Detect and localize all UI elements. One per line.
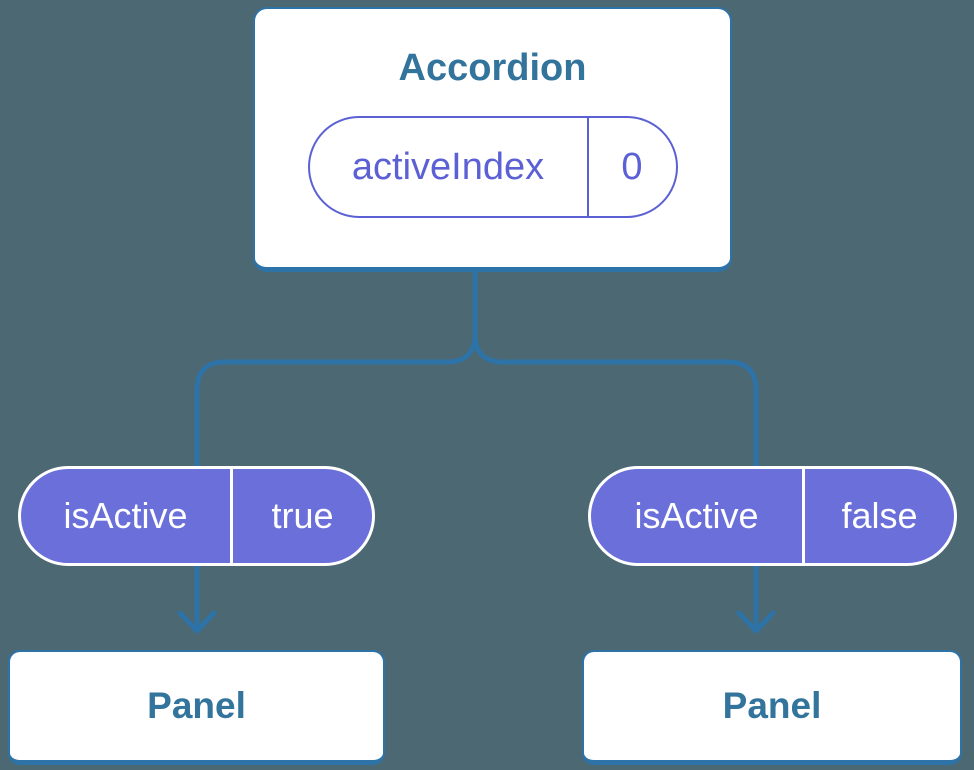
prop-badge-divider bbox=[802, 469, 805, 563]
state-badge-divider bbox=[586, 118, 589, 216]
prop-badge-isactive-false: isActive false bbox=[588, 466, 957, 566]
node-title-panel: Panel bbox=[147, 685, 246, 726]
connector-branch-left bbox=[194, 267, 478, 632]
state-badge-name: activeIndex bbox=[351, 145, 545, 188]
arrow-down-right-icon bbox=[736, 610, 776, 634]
panel-node-card-right: Panel bbox=[582, 650, 962, 765]
prop-badge-name: isActive bbox=[63, 495, 188, 536]
state-badge-value: 0 bbox=[621, 145, 643, 188]
arrow-down-left-icon bbox=[177, 610, 217, 634]
panel-node-card-left: Panel bbox=[8, 650, 385, 765]
prop-badge-divider bbox=[230, 469, 233, 563]
connector-branch-right bbox=[472, 267, 759, 632]
prop-badge-name: isActive bbox=[634, 495, 759, 536]
prop-badge-isactive-true: isActive true bbox=[18, 466, 375, 566]
node-title-panel: Panel bbox=[722, 685, 822, 726]
state-badge-activeindex: activeIndex 0 bbox=[307, 116, 678, 218]
prop-badge-value: true bbox=[271, 495, 334, 536]
node-title-accordion: Accordion bbox=[398, 47, 587, 89]
accordion-node-card: Accordion activeIndex 0 bbox=[253, 7, 732, 272]
prop-badge-value: false bbox=[841, 495, 918, 536]
